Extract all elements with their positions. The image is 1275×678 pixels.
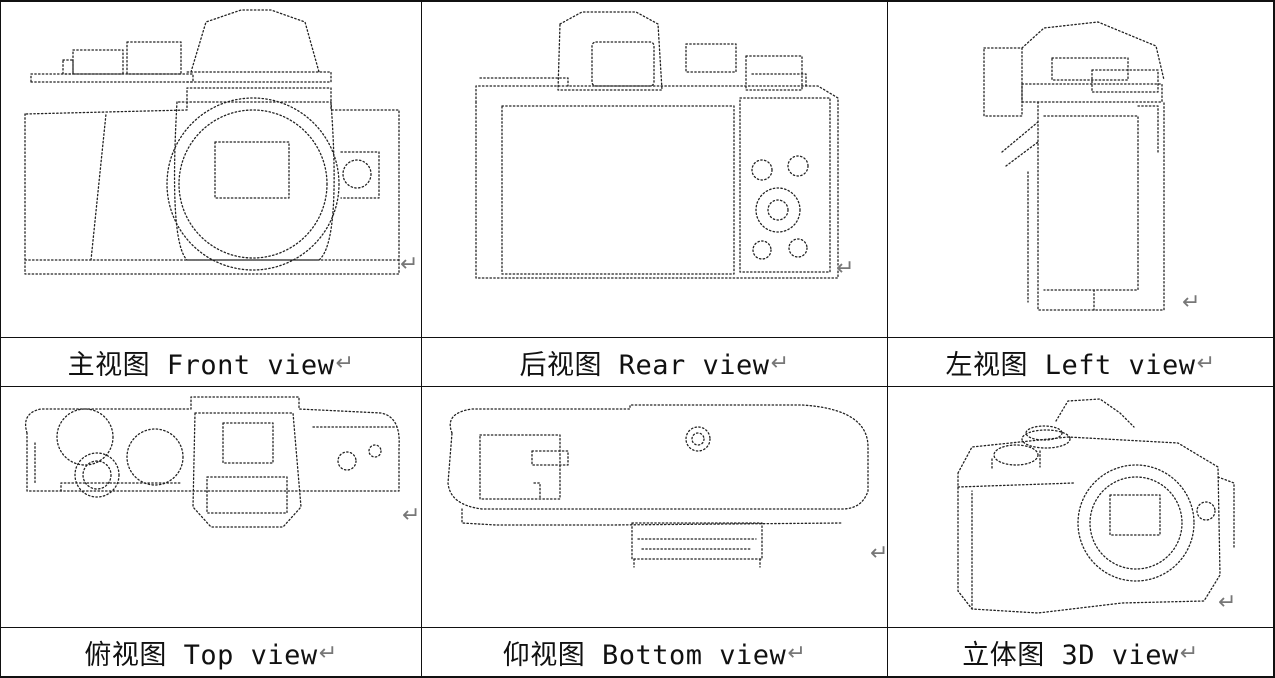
left-view-label: 左视图 Left view↵ [888, 338, 1273, 386]
paragraph-mark-icon: ↵ [870, 541, 889, 566]
paragraph-mark-icon: ↵ [400, 252, 419, 277]
paragraph-mark-icon: ↵ [402, 503, 421, 528]
top-view-caption: 俯视图 Top view [84, 639, 318, 671]
paragraph-mark-icon: ↵ [836, 256, 855, 281]
table-border-bottom [0, 676, 1275, 678]
paragraph-mark-icon: ↵ [1179, 640, 1199, 666]
paragraph-mark-icon: ↵ [770, 350, 790, 376]
table-border-right [1273, 0, 1275, 678]
paragraph-mark-icon: ↵ [318, 640, 338, 666]
bottom-view-caption: 仰视图 Bottom view [502, 639, 787, 671]
front-view-drawing [1, 2, 421, 337]
table-rule [0, 627, 1275, 628]
iso-view-label: 立体图 3D view↵ [888, 628, 1273, 676]
front-view-label: 主视图 Front view↵ [1, 338, 421, 386]
paragraph-mark-icon: ↵ [787, 640, 807, 666]
rear-view-label: 后视图 Rear view↵ [422, 338, 887, 386]
rear-view-drawing [422, 2, 887, 337]
paragraph-mark-icon: ↵ [1218, 590, 1237, 615]
bottom-view-drawing [422, 387, 887, 627]
top-view-drawing [1, 387, 421, 627]
bottom-view-label: 仰视图 Bottom view↵ [422, 628, 887, 676]
rear-view-caption: 后视图 Rear view [519, 349, 770, 381]
paragraph-mark-icon: ↵ [1182, 290, 1201, 315]
paragraph-mark-icon: ↵ [335, 350, 355, 376]
table-rule [421, 0, 422, 678]
table-border-left [0, 0, 1, 678]
table-border-top [0, 0, 1275, 2]
left-view-caption: 左视图 Left view [945, 349, 1196, 381]
top-view-label: 俯视图 Top view↵ [1, 628, 421, 676]
front-view-caption: 主视图 Front view [67, 349, 335, 381]
paragraph-mark-icon: ↵ [1196, 350, 1216, 376]
table-rule [0, 386, 1275, 387]
iso-view-caption: 立体图 3D view [962, 639, 1179, 671]
table-rule [0, 337, 1275, 338]
iso-view-drawing [888, 387, 1273, 627]
table-rule [887, 0, 888, 678]
left-view-drawing [888, 2, 1273, 337]
